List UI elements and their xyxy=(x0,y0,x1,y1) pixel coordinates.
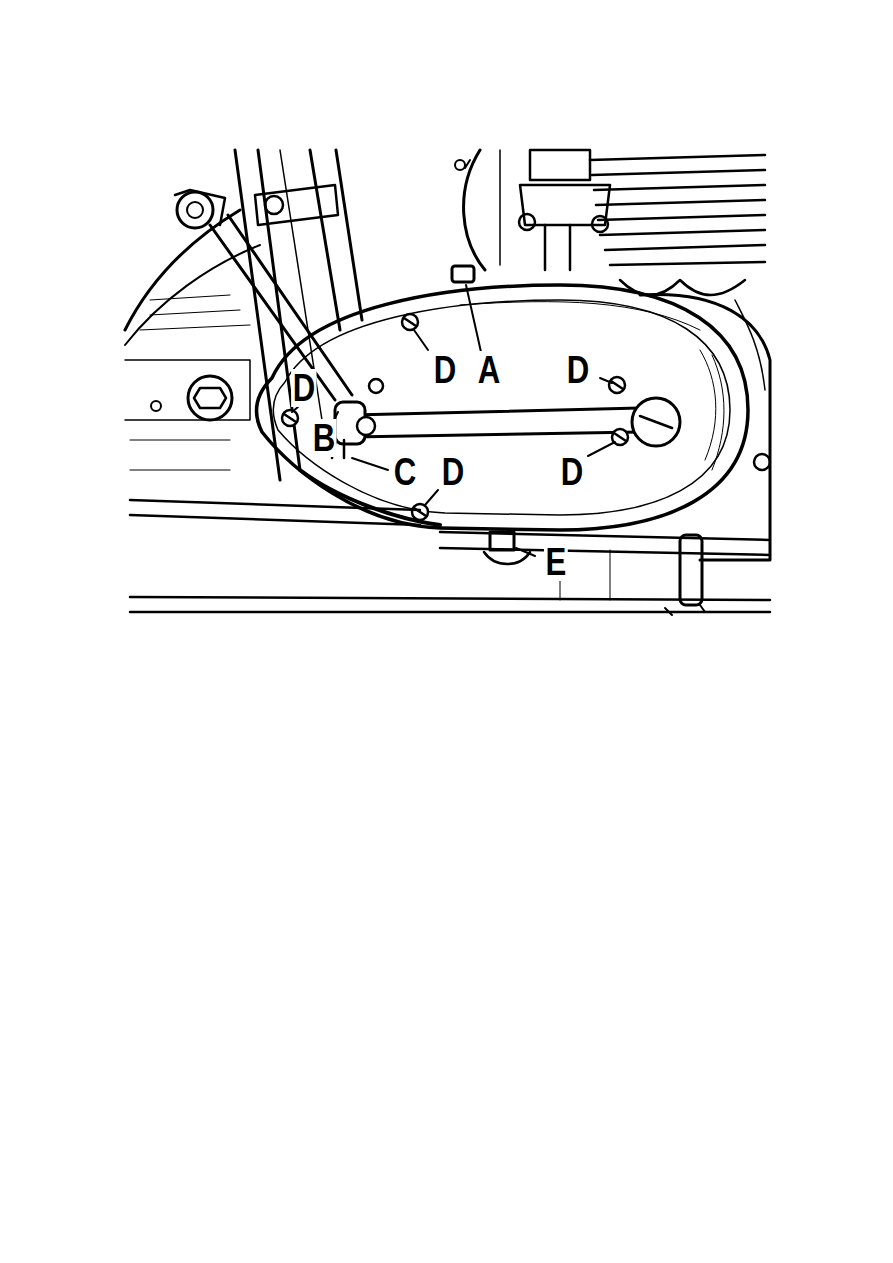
callout-letter: C xyxy=(392,453,418,491)
callout-letter: D xyxy=(440,453,466,491)
callout-letter: E xyxy=(544,543,568,581)
callout-letter: D xyxy=(565,351,591,389)
callout-letter: D xyxy=(432,351,458,389)
callout-letter: B xyxy=(311,419,337,457)
callout-letter: D xyxy=(559,453,585,491)
callout-letter: D xyxy=(291,369,317,407)
callout-letter: A xyxy=(476,351,502,389)
